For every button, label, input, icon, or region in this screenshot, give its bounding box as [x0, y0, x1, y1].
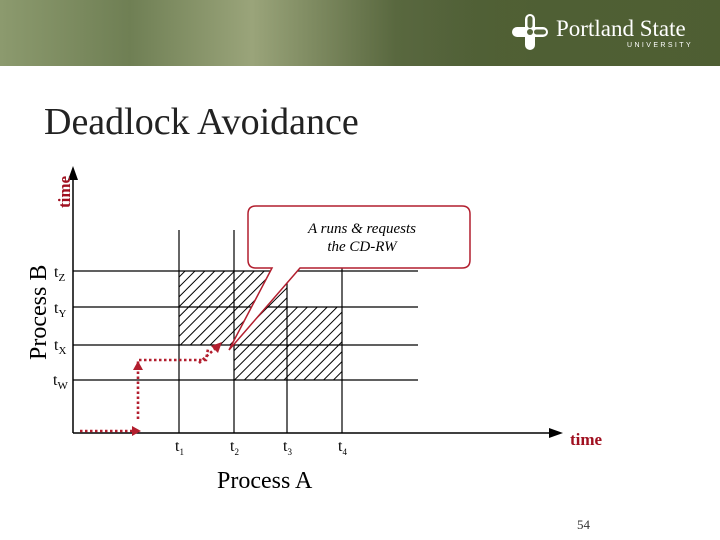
y-tick-z: tZ — [54, 264, 65, 284]
page-number: 54 — [577, 517, 590, 532]
trajectory-arrow-up — [133, 361, 143, 370]
process-a-label: Process A — [217, 468, 313, 494]
callout-line-1: A runs & requests — [307, 221, 416, 237]
y-axis-time-label: time — [55, 175, 74, 208]
x-tick-t4: t4 — [338, 438, 347, 457]
page-title: Deadlock Avoidance — [44, 101, 359, 143]
university-logo: Portland State UNIVERSITY — [510, 12, 700, 56]
logo-name-text: Portland State — [556, 16, 686, 41]
x-axis-time-label: time — [570, 430, 603, 449]
header-banner: Portland State UNIVERSITY — [0, 0, 720, 66]
banner-shade — [430, 0, 720, 66]
y-axis-arrowhead — [68, 166, 78, 180]
y-tick-w: tW — [53, 372, 68, 392]
trajectory-arrow-diagonal — [211, 342, 222, 353]
x-axis-arrowhead — [549, 428, 563, 438]
y-tick-y: tY — [54, 300, 66, 320]
y-tick-x: tX — [54, 337, 66, 357]
psu-logo-mark-icon — [512, 14, 548, 50]
x-tick-t2: t2 — [230, 438, 239, 457]
logo-sub-text: UNIVERSITY — [627, 42, 694, 49]
x-tick-t1: t1 — [175, 438, 184, 457]
callout-line-2: the CD-RW — [327, 239, 398, 255]
x-tick-t3: t3 — [283, 438, 292, 457]
callout-bubble — [228, 205, 471, 351]
process-b-label: Process B — [26, 265, 52, 360]
execution-trajectory — [80, 348, 210, 433]
trajectory-arrow-right — [132, 426, 141, 436]
